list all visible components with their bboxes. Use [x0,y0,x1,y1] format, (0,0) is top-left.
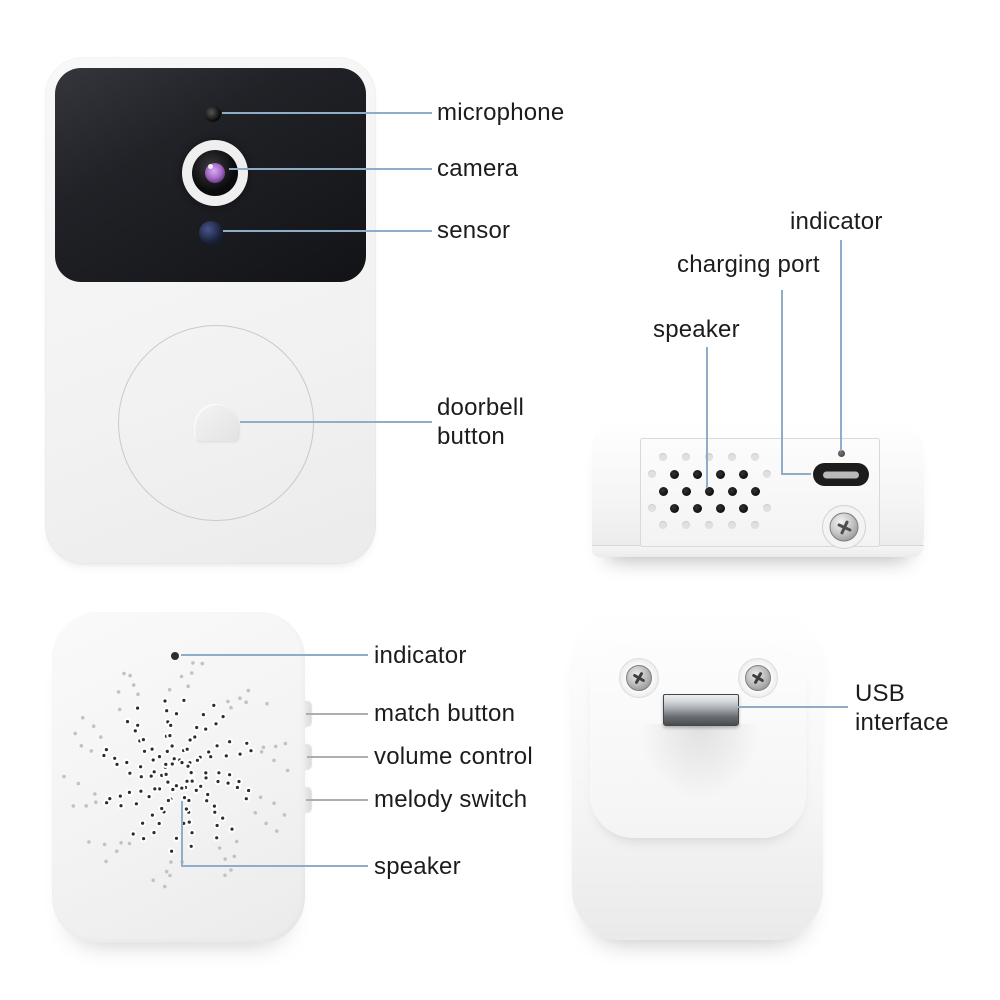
screw-icon [619,658,659,698]
chime-front-view [52,612,311,943]
lens-glint [208,164,213,169]
motion-sensor-icon [199,221,223,245]
charging-port-icon [813,463,869,486]
label-charging-port: charging port [677,251,820,278]
label-match-button: match button [374,700,516,727]
label-speaker-top: speaker [653,316,740,343]
doorbell-front-view [45,57,376,564]
leader-line-indicator-top [840,240,842,451]
leader-line-doorbell-button [240,421,432,423]
usb-plug-icon [663,694,739,726]
bell-icon [194,403,238,441]
leader-line-charging-port-v [781,290,783,475]
usb-c-slot [823,471,859,478]
label-melody-switch: melody switch [374,786,528,813]
bottom-panel [640,438,880,549]
camera-panel [55,68,366,282]
leader-line-sensor [223,230,432,232]
leader-line-chime-speaker-v [181,801,183,867]
label-microphone: microphone [437,99,565,126]
doorbell-button [118,325,314,521]
leader-line-camera [229,168,432,170]
leader-line-microphone [222,112,432,114]
screw-notch [822,505,866,549]
leader-line-speaker-top [706,347,708,488]
label-doorbell-button: doorbell button [437,394,524,450]
label-chime-speaker: speaker [374,853,461,880]
leader-line-chime-speaker-h [181,865,368,867]
label-usb-interface: USB interface [855,680,949,736]
indicator-hole-icon [838,450,845,457]
indicator-led-icon [171,652,179,660]
speaker-grille [647,445,771,537]
leader-line-charging-port-h [781,473,811,475]
screw-icon [738,658,778,698]
screw-icon [829,512,859,542]
label-camera: camera [437,155,519,182]
doorbell-bottom-view [592,421,924,557]
leader-line-match-button [306,713,368,715]
label-chime-indicator: indicator [374,642,467,669]
leader-line-chime-indicator [181,654,368,656]
speaker-starburst-grille [62,661,290,889]
leader-line-volume-control [307,756,368,758]
plug-shadow [630,724,770,810]
leader-line-melody-switch [306,799,368,801]
leader-line-usb-interface [738,706,848,708]
camera-lens-icon [182,140,248,206]
microphone-hole-icon [205,106,221,122]
label-indicator-top: indicator [790,208,883,235]
chime-back-view [572,610,823,940]
label-volume-control: volume control [374,743,533,770]
label-sensor: sensor [437,217,511,244]
back-plate [590,640,806,838]
camera-lens-glass [192,150,238,196]
